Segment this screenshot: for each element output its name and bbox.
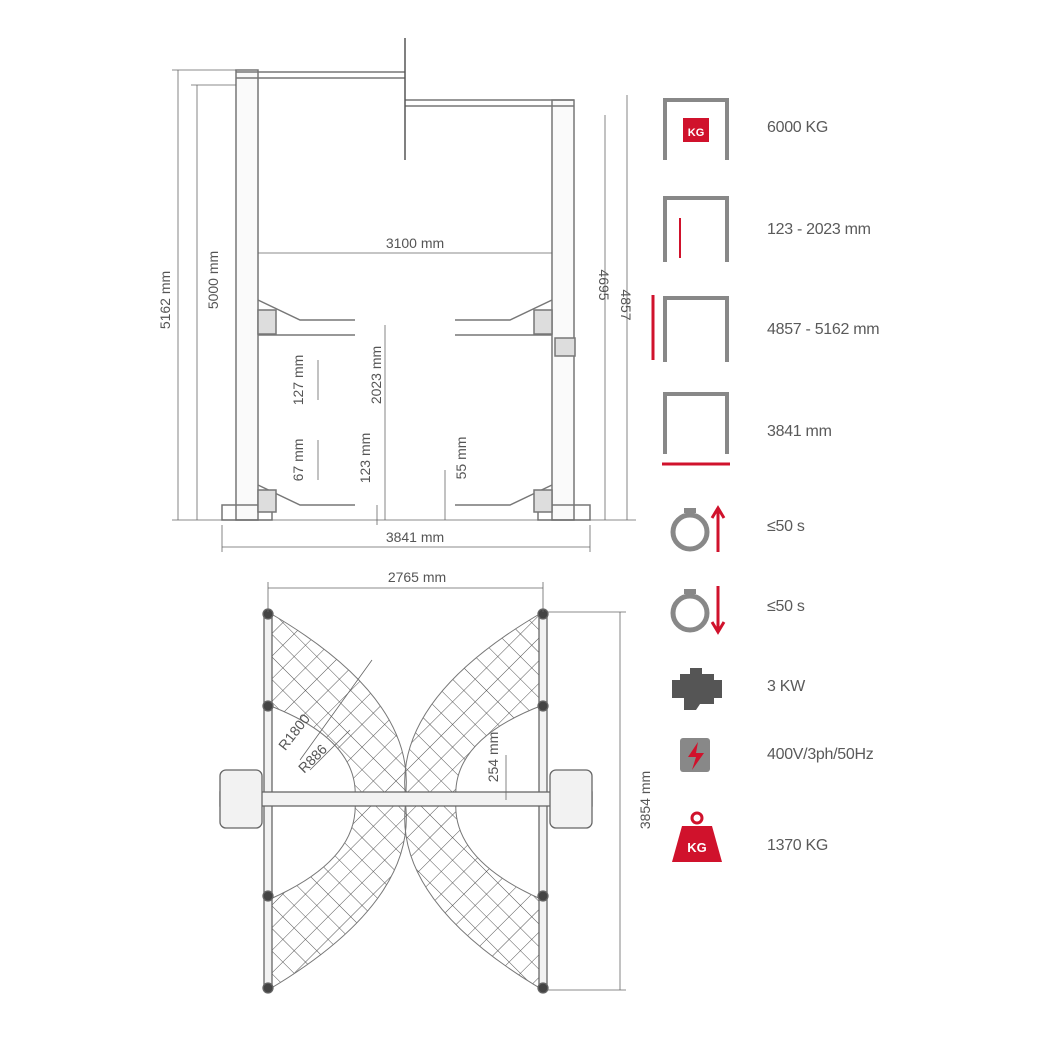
front-view — [221, 38, 591, 521]
dim-height-total: 5162 mm — [157, 271, 173, 329]
front-dimensions — [172, 69, 636, 552]
spec-total-width: 3841 mm — [767, 423, 832, 440]
svg-text:KG: KG — [688, 127, 705, 139]
lift-height-range-icon — [663, 196, 729, 262]
total-height-icon — [651, 295, 729, 362]
dim-top-width: 2765 mm — [388, 569, 446, 585]
dim-height-outer: 4857 — [618, 289, 634, 320]
weight-capacity-icon: KG — [663, 98, 729, 160]
spec-total-height: 4857 - 5162 mm — [767, 321, 880, 338]
top-view: 2765 mm 3854 mm R1800 R886 254 mm — [219, 569, 653, 994]
lift-time-up-icon — [670, 505, 726, 552]
spec-capacity: 6000 KG — [767, 119, 829, 136]
dim-width-posts: 3100 mm — [386, 235, 444, 251]
dim-lift-height: 2023 mm — [368, 346, 384, 404]
spec-lift-time-down: ≤50 s — [767, 598, 805, 615]
lift-time-down-icon — [670, 586, 726, 635]
dim-width-total: 3841 mm — [386, 529, 444, 545]
dim-adapter-tall: 127 mm — [290, 355, 306, 406]
motor-icon — [672, 668, 722, 710]
dim-offset: 254 mm — [485, 732, 501, 783]
spec-weight: 1370 KG — [767, 837, 829, 854]
spec-lift-range: 123 - 2023 mm — [767, 221, 871, 238]
total-width-icon — [662, 392, 730, 466]
dim-height-inner: 4695 — [596, 269, 612, 300]
spec-icons: KG KG — [651, 98, 730, 862]
dim-top-depth: 3854 mm — [637, 771, 653, 829]
spec-power-supply: 400V/3ph/50Hz — [767, 746, 874, 763]
dim-height-post: 5000 mm — [205, 251, 221, 309]
dim-radius-inner: R886 — [295, 741, 330, 776]
power-supply-icon — [680, 738, 710, 772]
dim-adapter-short: 67 mm — [290, 439, 306, 482]
dim-min-height-short: 55 mm — [453, 437, 469, 480]
spec-motor-power: 3 KW — [767, 678, 805, 695]
svg-text:KG: KG — [687, 840, 707, 855]
dim-min-height: 123 mm — [357, 433, 373, 484]
weight-icon: KG — [672, 811, 722, 862]
spec-lift-time-up: ≤50 s — [767, 518, 805, 535]
